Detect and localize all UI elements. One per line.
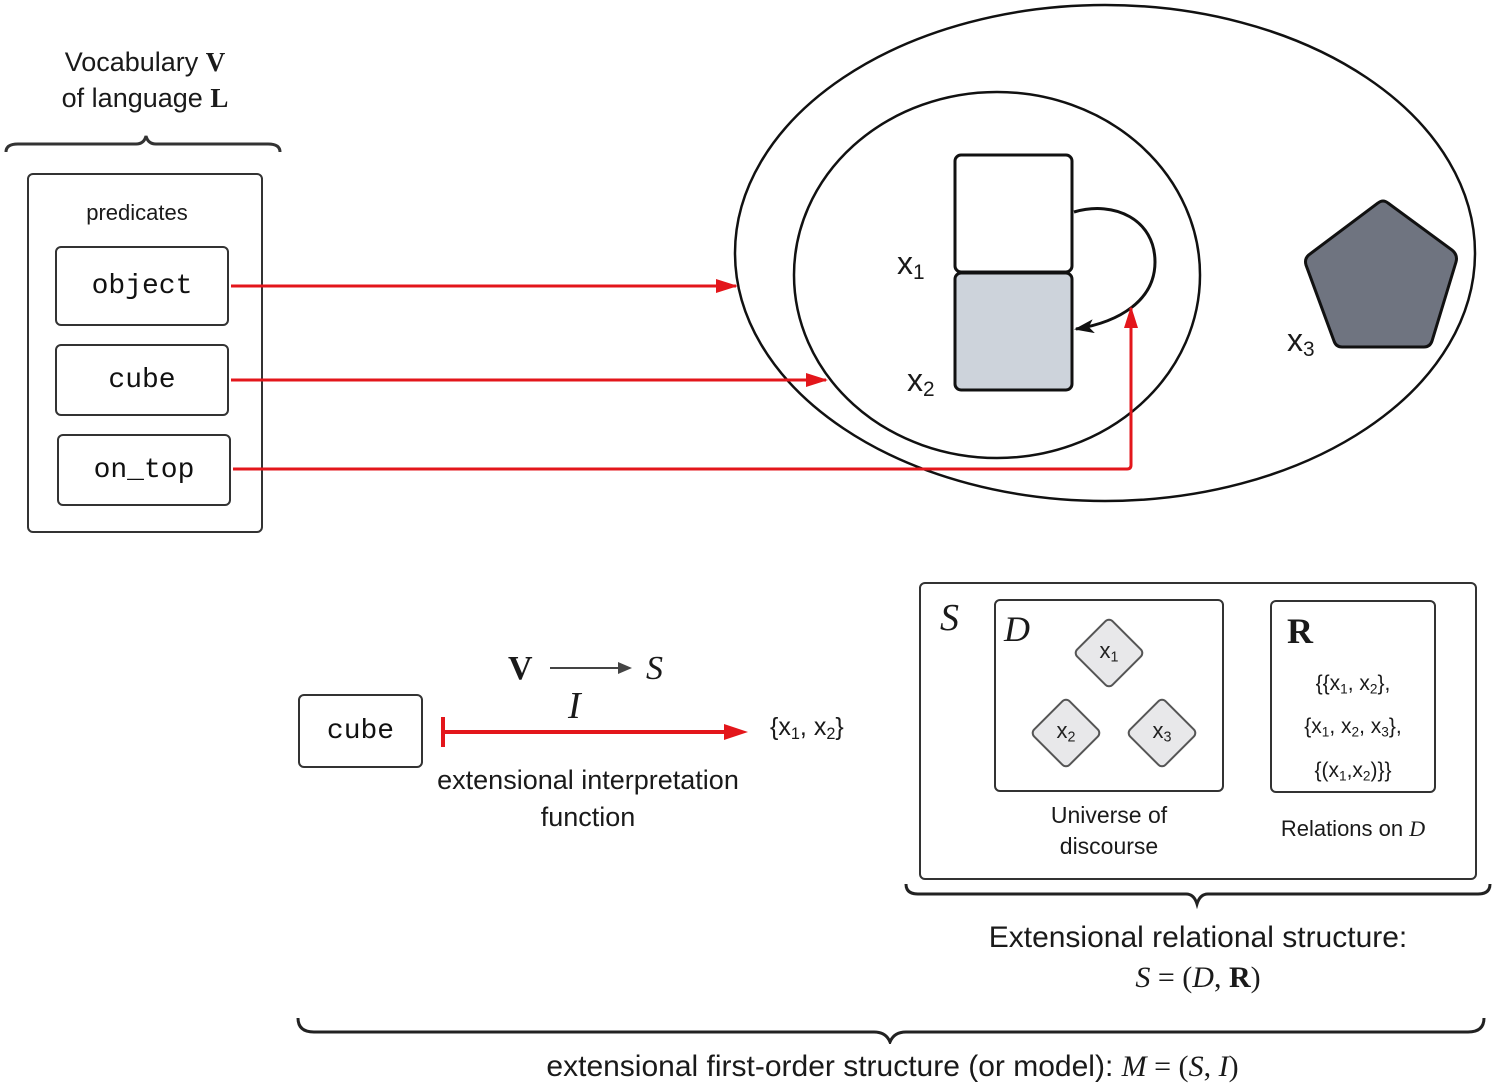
vocabulary-title-line2: of language L — [61, 83, 229, 113]
world-label-x1: x1 — [897, 245, 925, 285]
interp-example-predicate[interactable]: cube — [298, 694, 423, 768]
structure-formula: S = (D, R) — [1135, 961, 1261, 994]
interp-example-value: {x1, x2} — [770, 713, 844, 744]
on-top-relation-arrow — [1073, 207, 1157, 334]
relations-symbol: R — [1287, 611, 1313, 651]
interp-function-symbol: I — [568, 685, 581, 727]
relations-box — [1270, 600, 1436, 793]
domain-element-x1-label: x1 — [1099, 638, 1119, 666]
predicates-label: predicates — [86, 200, 188, 225]
pentagon-x3-shape — [1304, 199, 1458, 349]
predicate-cube[interactable]: cube — [55, 344, 229, 416]
interp-domain-symbol: V — [508, 650, 533, 687]
cube-x2-shape — [953, 271, 1074, 392]
interp-caption: extensional interpretation function — [437, 765, 739, 832]
interp-signature-arrow — [550, 662, 632, 674]
structure-caption: Extensional relational structure: S = (D… — [920, 918, 1476, 998]
cube-x1-shape — [953, 153, 1074, 274]
relations-caption: Relations on D — [1280, 816, 1426, 841]
domain-symbol: D — [1004, 609, 1030, 649]
model-caption: extensional first-order structure (or mo… — [546, 1050, 1239, 1083]
vocabulary-brace — [4, 135, 282, 153]
world-diagram — [231, 3, 1477, 503]
relation-cube: {{x1, x2}, — [1315, 672, 1391, 697]
domain-element-x3-label: x3 — [1152, 718, 1172, 746]
interp-codomain-symbol: S — [646, 650, 663, 687]
relations-set: {{x1, x2}, {x1, x2, x3}, {(x1,x2)}} — [1270, 665, 1436, 795]
maps-to-arrow — [441, 717, 748, 747]
cube-extension-ellipse — [792, 90, 1202, 460]
relation-object: {x1, x2, x3}, — [1304, 715, 1402, 740]
vocabulary-title: Vocabulary V of language L — [30, 44, 260, 116]
vocabulary-title-line1: Vocabulary V — [64, 47, 226, 77]
domain-caption: Universe of discourse — [1050, 802, 1168, 859]
structure-symbol: S — [940, 597, 959, 639]
model-brace — [296, 1017, 1486, 1044]
object-extension-ellipse — [733, 3, 1477, 503]
predicate-on-top[interactable]: on_top — [57, 434, 231, 506]
world-label-x3: x3 — [1287, 322, 1315, 362]
domain-element-x2-label: x2 — [1056, 718, 1076, 746]
structure-brace — [904, 883, 1492, 910]
predicate-object[interactable]: object — [55, 246, 229, 326]
relation-on-top: {(x1,x2)}} — [1314, 758, 1392, 784]
world-label-x2: x2 — [907, 362, 935, 402]
on-top-mapping-arrow — [233, 306, 1138, 471]
